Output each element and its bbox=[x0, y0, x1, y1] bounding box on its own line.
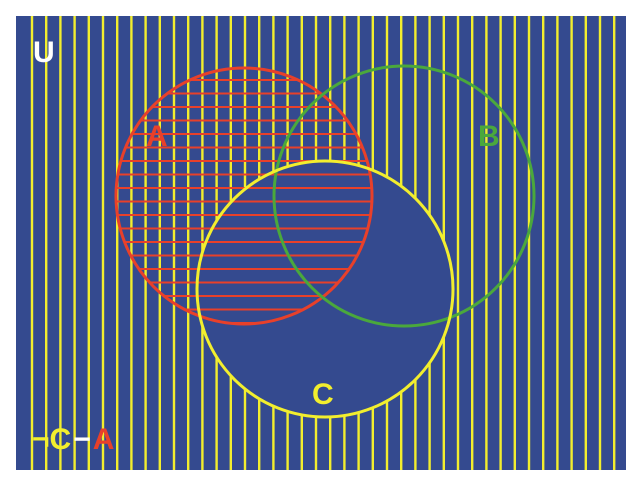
expression-minus: − bbox=[73, 423, 91, 456]
universe-label: U bbox=[33, 36, 55, 69]
expression-a: A bbox=[93, 423, 115, 456]
expression-label: ¬C−A bbox=[32, 423, 114, 456]
set-c-label: C bbox=[312, 378, 334, 411]
set-c-circle bbox=[195, 159, 455, 419]
set-a-circle bbox=[114, 66, 374, 326]
set-a-label: A bbox=[146, 120, 168, 153]
expression-not: ¬ bbox=[32, 423, 50, 456]
set-b-circle bbox=[272, 64, 536, 328]
expression-c: C bbox=[50, 423, 72, 456]
set-b-label: B bbox=[478, 120, 500, 153]
